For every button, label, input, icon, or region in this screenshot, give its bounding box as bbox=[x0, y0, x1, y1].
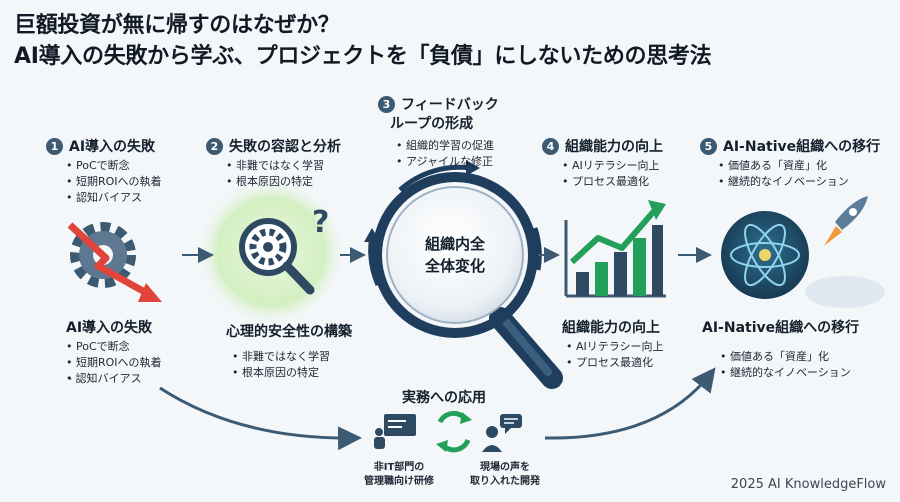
step4-heading: 4 組織能力の向上 bbox=[542, 136, 663, 156]
step3-number: 3 bbox=[378, 96, 395, 113]
step1-label: AI導入の失敗 bbox=[69, 139, 156, 155]
list-item: 非難ではなく学習 bbox=[232, 349, 330, 365]
lower-safety-bullets: 非難ではなく学習 根本原因の特定 bbox=[232, 349, 330, 381]
list-item: 根本原因の特定 bbox=[232, 365, 330, 381]
list-item: 短期ROIへの執着 bbox=[66, 355, 162, 371]
step5-label: AI-Native組織への移行 bbox=[723, 139, 881, 155]
broken-gear-icon bbox=[67, 222, 162, 302]
lower-capability-bullets: AIリテラシー向上 プロセス最適化 bbox=[566, 339, 664, 371]
center-label: 組織内全 全体変化 bbox=[404, 233, 506, 277]
step2-bullets: 非難ではなく学習 根本原因の特定 bbox=[226, 158, 324, 190]
application-left-text: 非IT部門の 管理職向け研修 bbox=[364, 462, 434, 487]
list-item: プロセス最適化 bbox=[562, 174, 660, 190]
lower-fail-bullets: PoCで断念 短期ROIへの執着 - 認知バイアス bbox=[66, 339, 162, 387]
list-item: 継続的なイノベーション bbox=[720, 365, 851, 381]
step1-number: 1 bbox=[46, 138, 63, 155]
lower-safety-label: 心理的安全性の構築 bbox=[226, 324, 352, 340]
step2-label: 失敗の容認と分析 bbox=[229, 139, 341, 155]
step4-bullets: AIリテラシー向上 プロセス最適化 bbox=[562, 158, 660, 190]
step3-label-line2: ループの形成 bbox=[390, 116, 474, 132]
list-item: AIリテラシー向上 bbox=[562, 158, 660, 174]
list-item: - 認知バイアス bbox=[66, 371, 162, 387]
cycle-icon bbox=[436, 410, 472, 453]
center-line2: 全体変化 bbox=[424, 257, 485, 275]
list-item: プロセス最適化 bbox=[566, 355, 664, 371]
list-item: 価値ある「資産」化 bbox=[718, 158, 849, 174]
question-icon: ? bbox=[312, 205, 329, 240]
list-item: 認知バイアス bbox=[66, 190, 162, 206]
step5-heading: 5 AI-Native組織への移行 bbox=[700, 136, 880, 156]
step3-heading: 3 フィードバック ループの形成 bbox=[378, 96, 548, 134]
step2-number: 2 bbox=[206, 138, 223, 155]
lower-native-bullets: 価値ある「資産」化 継続的なイノベーション bbox=[720, 349, 851, 381]
application-title: 実務への応用 bbox=[402, 390, 486, 406]
lower-native-label: AI-Native組織への移行 bbox=[702, 320, 860, 336]
arrow-from-application bbox=[544, 367, 716, 440]
list-item: PoCで断念 bbox=[66, 158, 162, 174]
step5-number: 5 bbox=[700, 138, 717, 155]
lower-fail-label: AI導入の失敗 bbox=[66, 320, 153, 336]
step5-bullets: 価値ある「資産」化 継続的なイノベーション bbox=[718, 158, 849, 190]
presentation-icon bbox=[374, 414, 416, 449]
feedback-person-icon bbox=[482, 414, 522, 452]
lower-capability-label: 組織能力の向上 bbox=[562, 320, 660, 336]
list-item: 継続的なイノベーション bbox=[718, 174, 849, 190]
arrow-to-application bbox=[159, 386, 362, 451]
list-item: 組織的学習の促進 bbox=[396, 138, 494, 154]
list-item: 短期ROIへの執着 bbox=[66, 174, 162, 190]
magnifier-gear-icon bbox=[239, 218, 315, 295]
step3-label-line1: フィードバック bbox=[401, 97, 499, 113]
feedback-loop-magnifier bbox=[364, 160, 563, 389]
rocket-icon bbox=[805, 196, 885, 308]
atom-icon bbox=[721, 211, 809, 299]
list-item: AIリテラシー向上 bbox=[566, 339, 664, 355]
step4-label: 組織能力の向上 bbox=[565, 139, 663, 155]
application-right-text: 現場の声を 取り入れた開発 bbox=[470, 462, 540, 487]
list-item: 価値ある「資産」化 bbox=[720, 349, 851, 365]
growth-chart-icon bbox=[564, 200, 666, 298]
step2-heading: 2 失敗の容認と分析 bbox=[206, 136, 341, 156]
footer-credit: 2025 AI KnowledgeFlow bbox=[730, 477, 886, 492]
title-line2: AI導入の失敗から学ぶ、プロジェクトを「負債」にしないための思考法 bbox=[14, 44, 712, 69]
page-title: 巨額投資が無に帰すのはなぜか？ AI導入の失敗から学ぶ、プロジェクトを「負債」に… bbox=[14, 10, 712, 72]
list-item: 非難ではなく学習 bbox=[226, 158, 324, 174]
step4-number: 4 bbox=[542, 138, 559, 155]
list-item: アジャイルな修正 bbox=[396, 154, 494, 170]
center-line1: 組織内全 bbox=[424, 235, 485, 253]
step3-bullets: 組織的学習の促進 アジャイルな修正 bbox=[396, 138, 494, 170]
step1-heading: 1 AI導入の失敗 bbox=[46, 136, 155, 156]
title-line1: 巨額投資が無に帰すのはなぜか？ bbox=[14, 13, 340, 38]
list-item: PoCで断念 bbox=[66, 339, 162, 355]
step1-bullets: PoCで断念 短期ROIへの執着 認知バイアス bbox=[66, 158, 162, 206]
list-item: 根本原因の特定 bbox=[226, 174, 324, 190]
